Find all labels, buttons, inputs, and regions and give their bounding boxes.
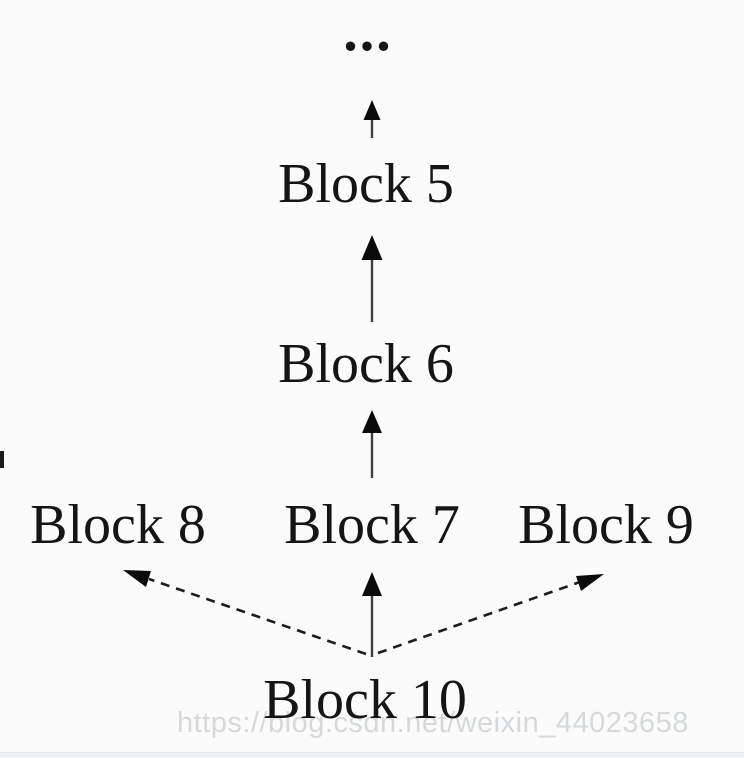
node-block-10: Block 10 <box>263 669 467 731</box>
edge-block10-to-block7 <box>362 572 382 657</box>
node-ellipsis: ... <box>343 0 393 63</box>
node-block-9: Block 9 <box>518 494 694 556</box>
edge-block10-to-block9 <box>377 574 604 655</box>
edge-block7-to-block6 <box>362 410 382 478</box>
watermark-text: https://blog.csdn.net/weixin_44023658 <box>177 707 689 739</box>
node-block-7: Block 7 <box>284 494 460 556</box>
node-block-8: Block 8 <box>30 494 206 556</box>
left-edge-artifact <box>0 451 4 468</box>
edge-block6-to-block5 <box>361 235 383 322</box>
edge-block5-to-ellipsis <box>363 100 381 138</box>
edge-block10-to-block8 <box>123 570 367 656</box>
node-block-5: Block 5 <box>278 153 454 215</box>
node-block-6: Block 6 <box>278 333 454 395</box>
bottom-edge-artifact <box>0 752 744 758</box>
